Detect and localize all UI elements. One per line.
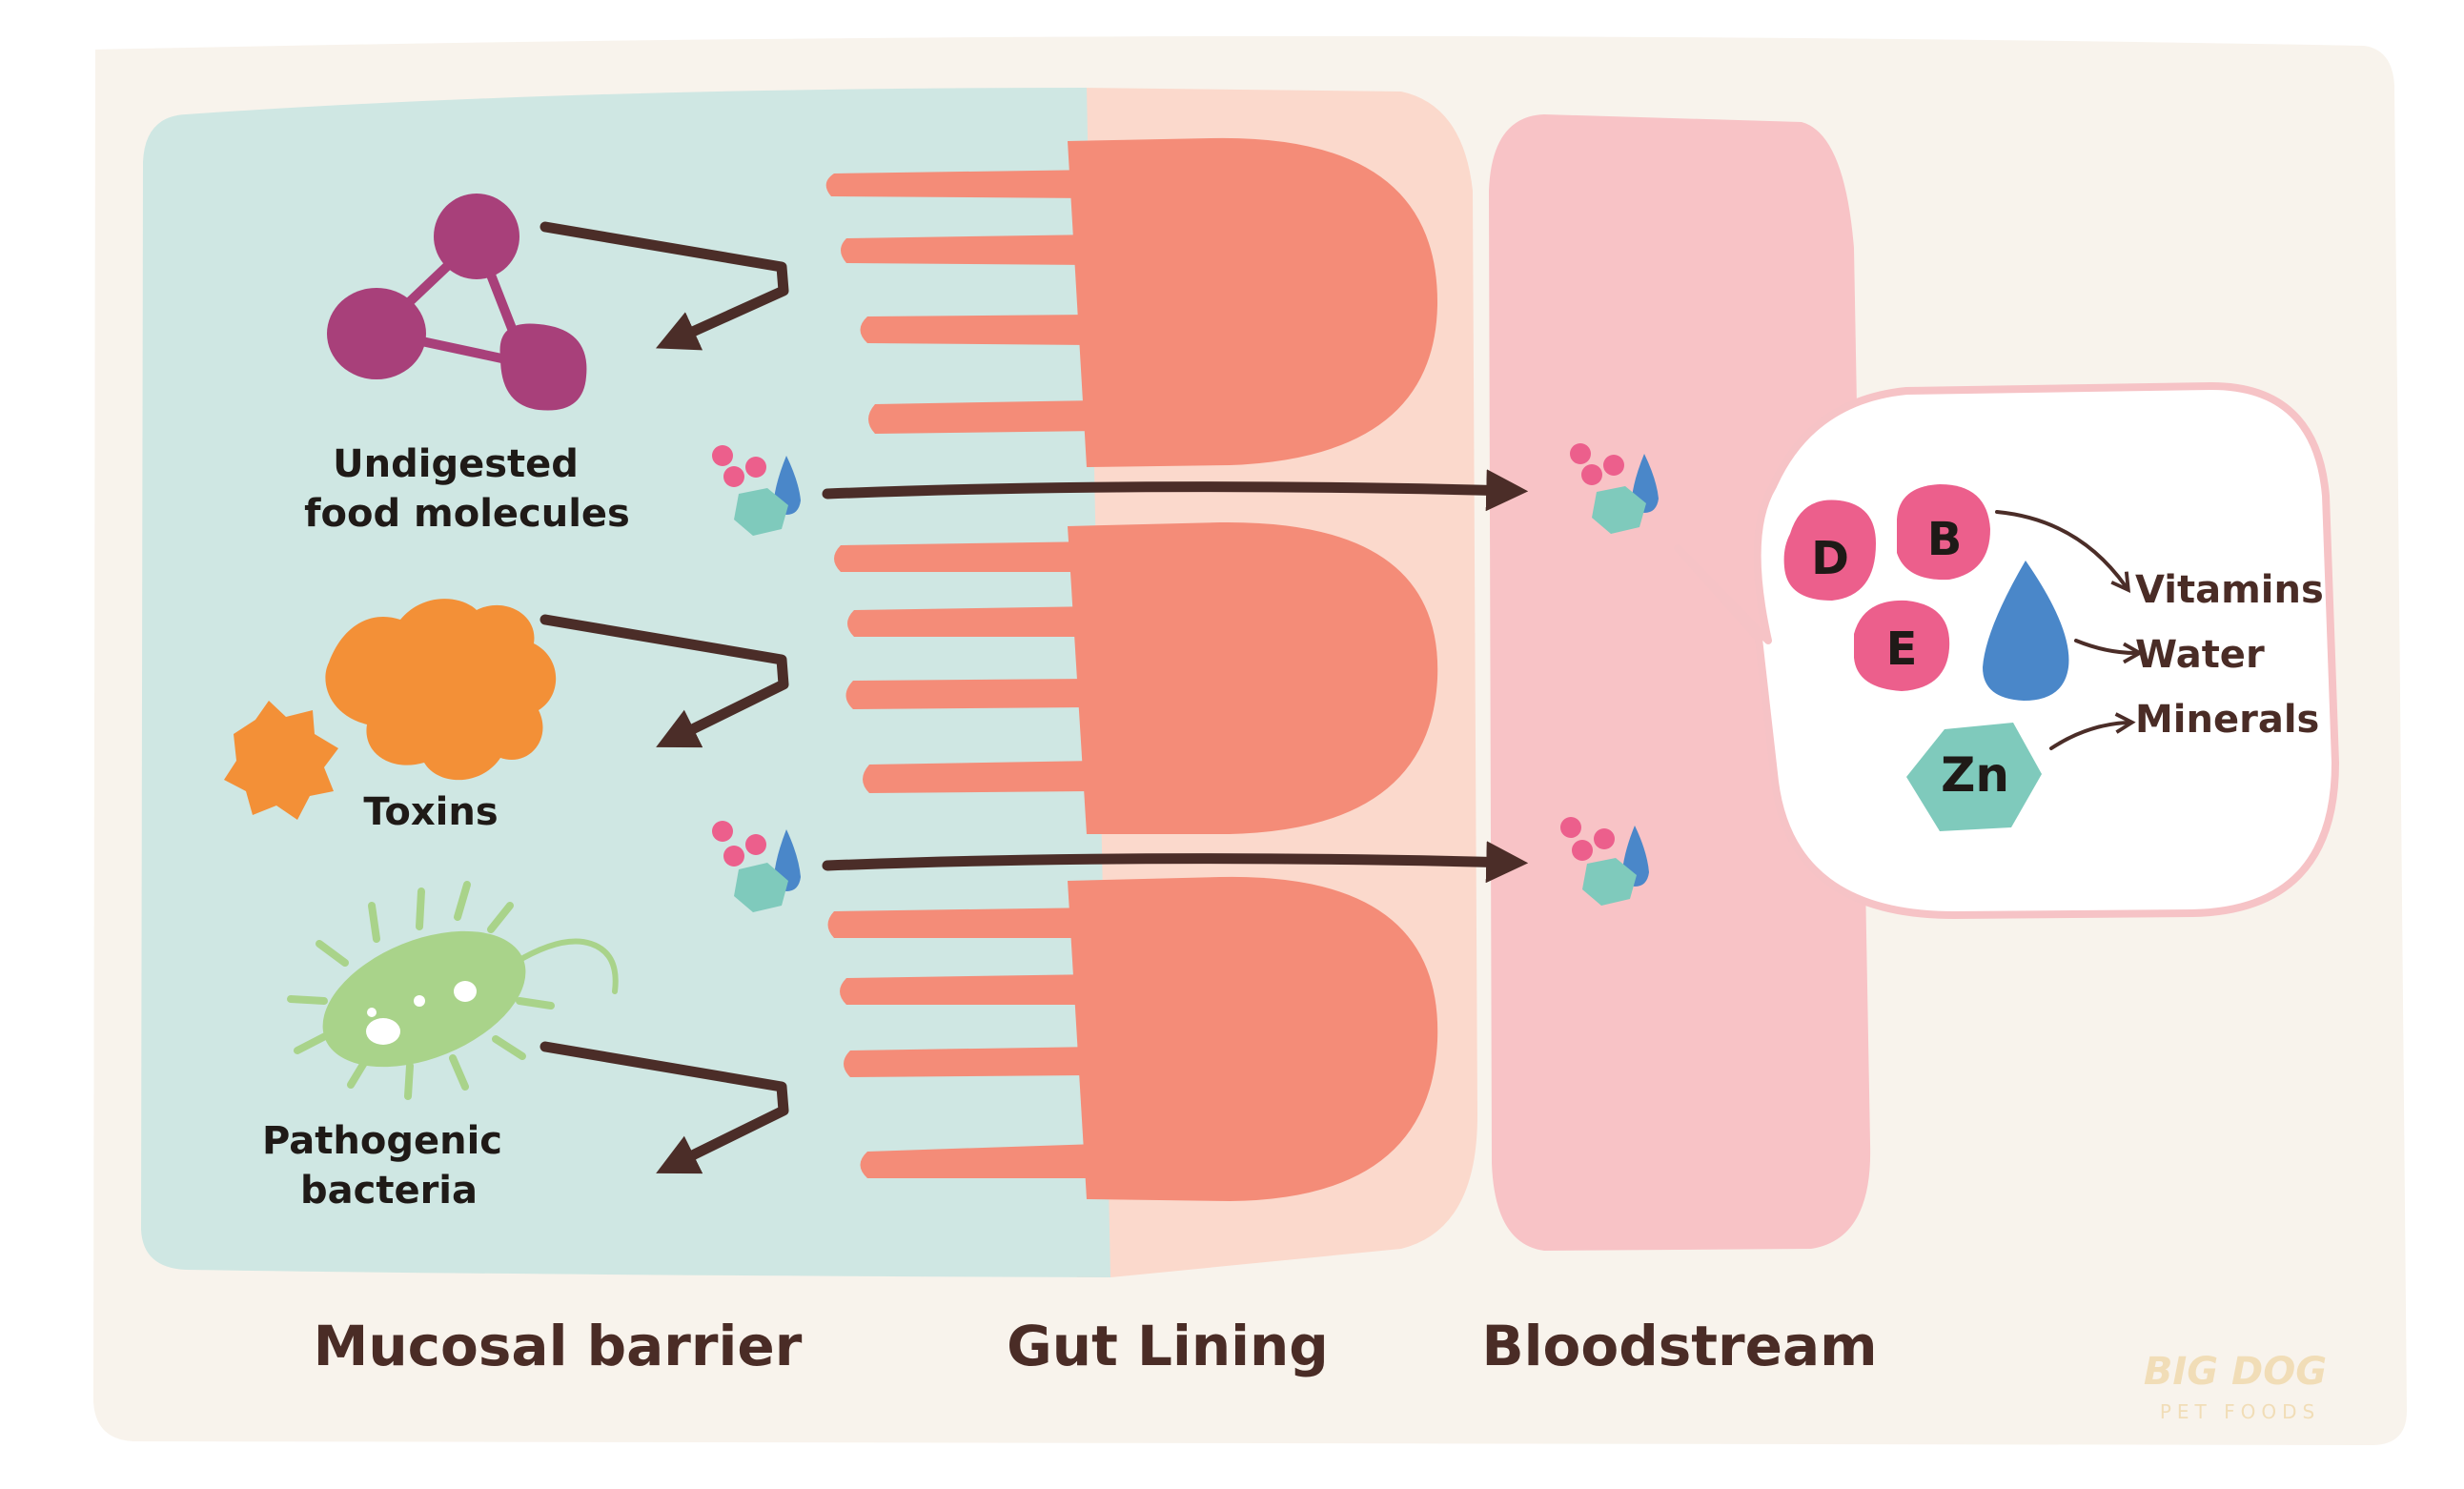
region-label-gut: Gut Lining <box>1007 1314 1329 1378</box>
blocked-arrow-toxins <box>540 614 789 748</box>
svg-text:D: D <box>1811 532 1849 585</box>
vitamin-e-icon: E <box>1854 600 1950 691</box>
svg-text:B: B <box>1927 513 1963 566</box>
vitamin-b-icon: B <box>1897 484 1990 581</box>
nutrient-cluster-blood-bottom <box>1560 817 1649 906</box>
nutrient-cluster-left-top <box>712 445 801 536</box>
absorption-arrows <box>822 469 1529 884</box>
label-toxins: Toxins <box>363 790 498 834</box>
nutrient-label-vitamins: Vitamins <box>2135 568 2324 612</box>
brand-logo: BIG DOG PET FOODS <box>2144 1350 2327 1423</box>
label-bacteria: Pathogenic bacteria <box>262 1119 516 1213</box>
svg-text:Zn: Zn <box>1941 747 2009 803</box>
svg-text:E: E <box>1886 622 1918 676</box>
nutrient-cluster-blood-top <box>1570 443 1659 534</box>
blocked-arrow-bacteria <box>540 1041 789 1174</box>
label-undigested: Undigested food molecules <box>304 442 630 536</box>
region-label-mucosal: Mucosal barrier <box>314 1314 803 1378</box>
svg-text:BIG DOG: BIG DOG <box>2144 1350 2327 1394</box>
bacteria-icon <box>287 881 619 1100</box>
blocked-arrow-molecules <box>540 221 789 351</box>
villi-group-top <box>825 137 1438 467</box>
rejection-arrows <box>540 221 789 1174</box>
absorb-arrow-bottom <box>822 841 1529 884</box>
mineral-zn-icon: Zn <box>1906 723 2042 831</box>
villi-group-bottom <box>827 876 1438 1201</box>
nutrient-label-water: Water <box>2135 633 2265 677</box>
toxin-icon <box>224 599 557 820</box>
absorb-arrow-top <box>822 469 1529 512</box>
region-label-blood: Bloodstream <box>1481 1314 1877 1378</box>
nutrient-pointer-arrows <box>1995 510 2144 750</box>
molecule-icon <box>327 194 587 411</box>
nutrient-cluster-left-bottom <box>712 821 801 912</box>
vitamin-d-icon: D <box>1783 500 1876 601</box>
bloodstream-region <box>1489 114 1871 1251</box>
water-drop-icon <box>1983 561 2069 701</box>
svg-text:PET FOODS: PET FOODS <box>2160 1400 2320 1423</box>
villi-group-middle <box>834 521 1438 834</box>
nutrient-label-minerals: Minerals <box>2135 698 2319 742</box>
